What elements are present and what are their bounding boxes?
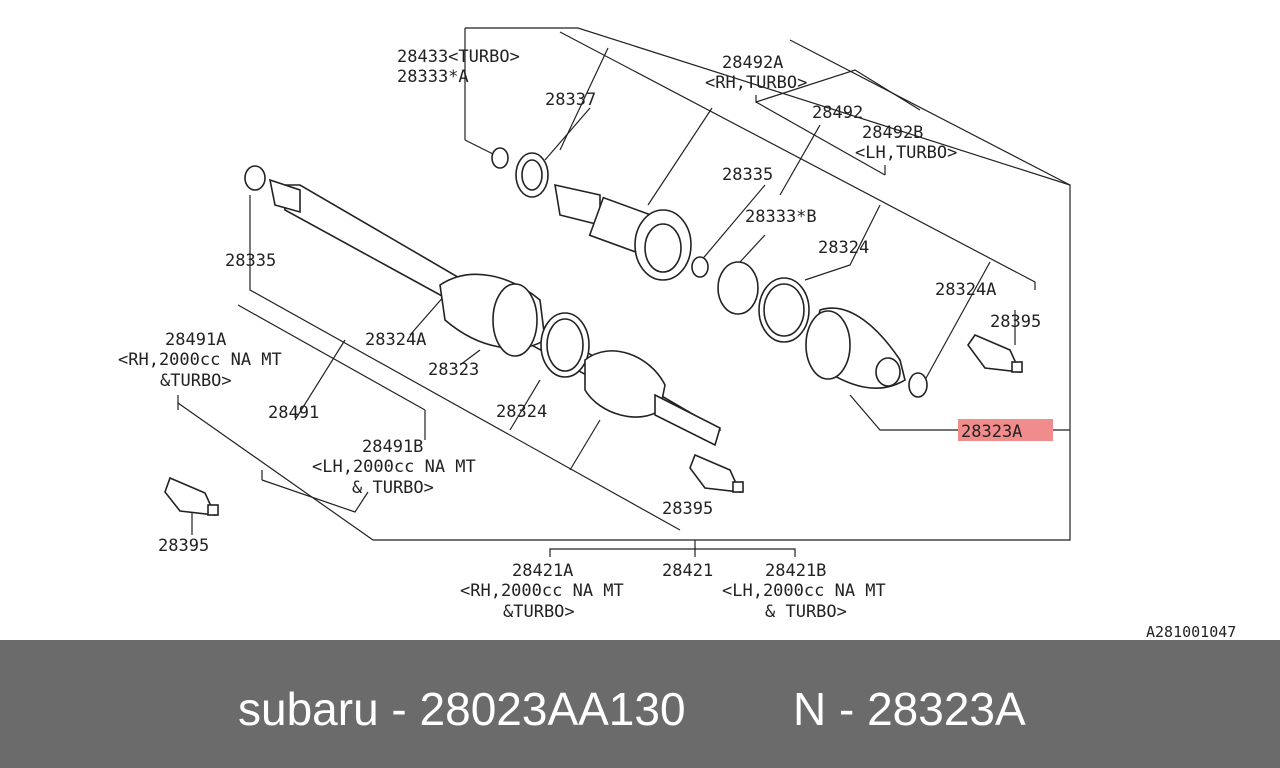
leader-line	[544, 107, 591, 161]
boot-band-28324a	[908, 372, 928, 398]
leader-line	[261, 479, 369, 513]
seal-28337	[515, 152, 549, 198]
label-28421a: 28421A	[512, 561, 573, 581]
leader-line	[569, 419, 601, 471]
label-28324a-right: 28324A	[935, 280, 996, 300]
label-28421a-note2: &TURBO>	[503, 602, 575, 622]
label-28421: 28421	[662, 561, 713, 581]
leader-line	[779, 124, 821, 196]
snap-ring-28335	[691, 256, 709, 278]
leader-line	[804, 204, 881, 281]
boot-28323	[439, 273, 546, 357]
label-28433: 28433<TURBO>	[397, 47, 520, 67]
label-28421b-note1: <LH,2000cc NA MT	[722, 581, 886, 601]
label-28492b-note: <LH,TURBO>	[855, 143, 957, 163]
cap-28395-mid	[689, 453, 744, 493]
label-28492a-note: <RH,TURBO>	[705, 73, 807, 93]
label-28335-left: 28335	[225, 251, 276, 271]
diagram-code: A281001047	[1146, 623, 1236, 640]
footer-bar: subaru - 28023AA130 N - 28323A	[0, 640, 1280, 768]
label-28395-right: 28395	[990, 312, 1041, 332]
leader-line	[549, 548, 796, 557]
leader-line	[924, 261, 991, 381]
footer-part-number: subaru - 28023AA130	[238, 683, 686, 735]
circlip-28335	[244, 165, 266, 191]
label-28491a: 28491A	[165, 330, 226, 350]
label-28492: 28492	[812, 103, 863, 123]
label-28421b-note2: & TURBO>	[765, 602, 847, 622]
label-28491b-note2: & TURBO>	[352, 478, 434, 498]
label-28395-mid: 28395	[662, 499, 713, 519]
leader-line	[249, 195, 681, 531]
boot-band-28324	[758, 277, 810, 343]
leader-line	[849, 394, 958, 431]
inner-joint-housing	[554, 183, 692, 281]
label-28491b: 28491B	[362, 437, 423, 457]
label-28324-top: 28324	[818, 238, 869, 258]
label-28333a: 28333*A	[397, 67, 469, 87]
snap-ring-28333a	[491, 147, 509, 169]
outer-frame-line	[177, 27, 1071, 541]
highlight-box	[958, 419, 1053, 441]
label-28337: 28337	[545, 90, 596, 110]
label-28395-left: 28395	[158, 536, 209, 556]
label-28333b: 28333*B	[745, 207, 817, 227]
leader-line	[755, 69, 921, 111]
outer-joint	[584, 350, 721, 447]
axle-exploded-diagram: 28433<TURBO> 28333*A 28337 28492A <RH,TU…	[118, 27, 1236, 640]
label-28421a-note1: <RH,2000cc NA MT	[460, 581, 624, 601]
label-28324-mid: 28324	[496, 402, 547, 422]
boot-band-28324-mid	[540, 312, 590, 378]
label-28323: 28323	[428, 360, 479, 380]
leader-line	[647, 107, 713, 206]
label-28323a: 28323A	[961, 422, 1022, 442]
leader-line	[699, 184, 766, 263]
label-28324a-mid: 28324A	[365, 330, 426, 350]
label-28491a-note1: <RH,2000cc NA MT	[118, 350, 282, 370]
leader-line	[409, 294, 446, 336]
leader-line	[459, 349, 481, 366]
cap-28395-left	[164, 476, 219, 516]
leader-line	[789, 39, 1071, 186]
snap-ring-28333b	[717, 261, 759, 315]
leader-line	[559, 31, 1036, 290]
label-28492b: 28492B	[862, 123, 923, 143]
label-28421b: 28421B	[765, 561, 826, 581]
leader-line	[739, 234, 766, 263]
label-28491a-note2: &TURBO>	[160, 371, 232, 391]
leader-line	[294, 339, 346, 421]
boot-28323a	[805, 307, 906, 389]
cap-28395-right	[967, 334, 1023, 373]
label-28335-top: 28335	[722, 165, 773, 185]
label-28491: 28491	[268, 403, 319, 423]
label-28491b-note1: <LH,2000cc NA MT	[312, 457, 476, 477]
leader-line	[509, 379, 541, 431]
leader-line	[464, 139, 496, 156]
leader-line	[755, 101, 886, 176]
leader-line	[237, 304, 426, 411]
footer-reference: N - 28323A	[793, 683, 1026, 735]
label-28492a: 28492A	[722, 53, 783, 73]
